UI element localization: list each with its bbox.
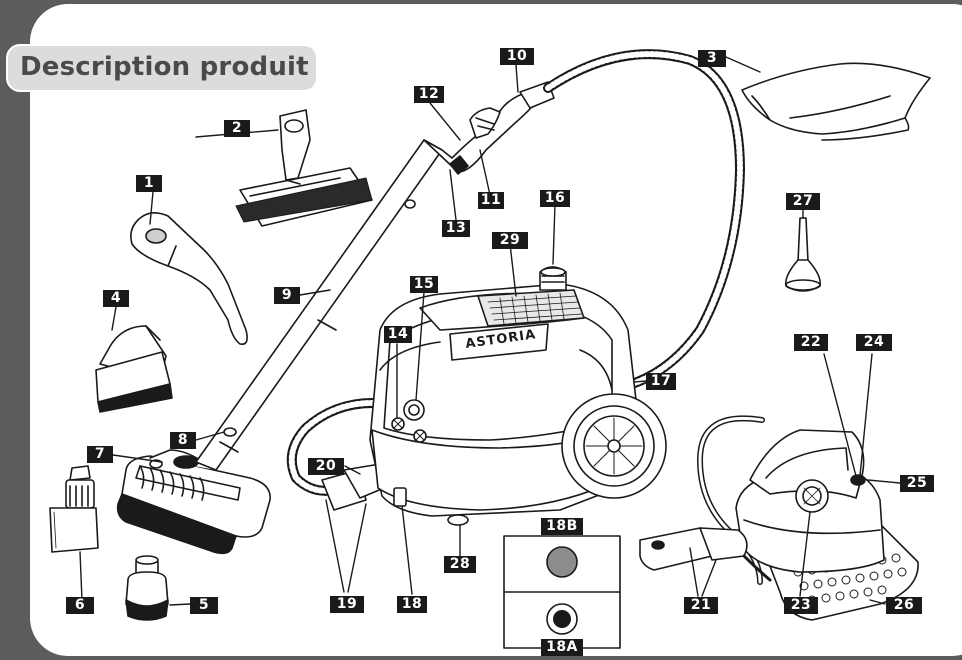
callout-1: 1 bbox=[136, 175, 162, 192]
callout-10: 10 bbox=[500, 48, 534, 65]
callout-28: 28 bbox=[444, 556, 476, 573]
callout-25: 25 bbox=[900, 475, 934, 492]
front-hose bbox=[286, 398, 393, 511]
callout-19: 19 bbox=[330, 596, 364, 613]
callout-2: 2 bbox=[224, 120, 250, 137]
callout-12: 12 bbox=[414, 86, 444, 103]
callout-22: 22 bbox=[794, 334, 828, 351]
callout-7: 7 bbox=[87, 446, 113, 463]
callout-21: 21 bbox=[684, 597, 718, 614]
callout-6: 6 bbox=[66, 597, 94, 614]
callout-4: 4 bbox=[103, 290, 129, 307]
callout-11: 11 bbox=[478, 192, 504, 209]
window-squeegee bbox=[235, 109, 373, 227]
callout-24: 24 bbox=[856, 334, 892, 351]
callout-15: 15 bbox=[410, 276, 438, 293]
leader-lines bbox=[79, 56, 901, 606]
callout-14: 14 bbox=[384, 326, 412, 343]
round-brush bbox=[125, 555, 169, 621]
callout-27: 27 bbox=[786, 193, 820, 210]
callout-29: 29 bbox=[492, 232, 528, 249]
callout-16: 16 bbox=[540, 190, 570, 207]
callout-20: 20 bbox=[308, 458, 344, 475]
filling-funnel bbox=[784, 217, 822, 292]
steam-cleaner-body bbox=[369, 266, 667, 526]
title-tab bbox=[6, 44, 318, 92]
page-title: Description produit bbox=[20, 52, 309, 82]
detail-brush bbox=[49, 465, 99, 553]
callout-13: 13 bbox=[442, 220, 470, 237]
iron-plug bbox=[639, 527, 772, 582]
callout-17: 17 bbox=[646, 373, 676, 390]
floor-brush bbox=[116, 449, 271, 555]
callout-8: 8 bbox=[170, 432, 196, 449]
callout-5: 5 bbox=[190, 597, 218, 614]
indicator-panel bbox=[503, 535, 621, 649]
callout-3: 3 bbox=[698, 50, 726, 67]
callout-18: 18 bbox=[397, 596, 427, 613]
callout-9: 9 bbox=[274, 287, 300, 304]
cleaning-cloth bbox=[741, 62, 931, 141]
callout-26: 26 bbox=[886, 597, 922, 614]
triangle-brush bbox=[95, 325, 173, 413]
callout-23: 23 bbox=[784, 597, 818, 614]
concentrated-nozzle bbox=[130, 212, 248, 346]
callout-18b: 18B bbox=[541, 518, 583, 535]
steam-hose bbox=[543, 49, 745, 389]
callout-18a: 18A bbox=[541, 639, 583, 656]
steam-iron bbox=[697, 415, 919, 621]
